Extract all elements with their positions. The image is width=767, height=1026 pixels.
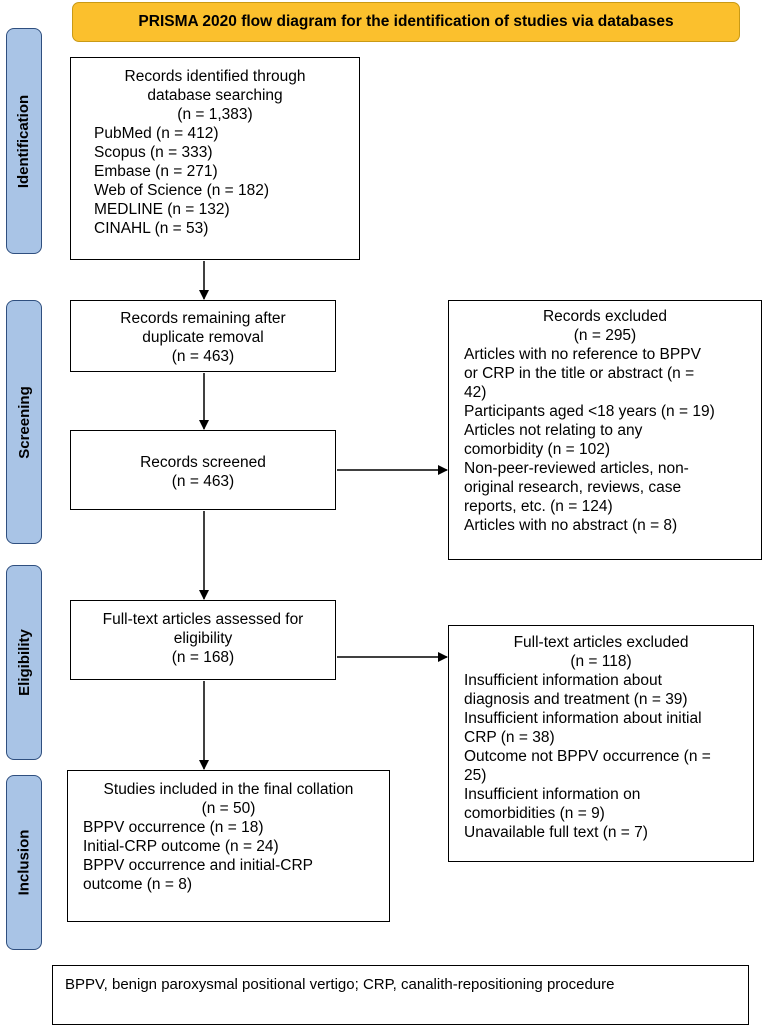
included-breakdown-line: Initial-CRP outcome (n = 24) [83,838,279,855]
source-scopus: Scopus (n = 333) [94,144,213,161]
source-medline: MEDLINE (n = 132) [94,201,230,218]
records-identified-count: (n = 1,383) [177,106,253,123]
excluded-reason-line: or CRP in the title or abstract (n = [464,365,695,382]
full-text-excluded-reason-line: Insufficient information on [464,786,641,803]
source-cinahl: CINAHL (n = 53) [94,220,209,237]
records-screened-label: Records screened [140,454,266,471]
excluded-reason-line: Participants aged <18 years (n = 19) [464,403,715,420]
included-breakdown-line: BPPV occurrence (n = 18) [83,819,264,836]
after-duplicates-box: Records remaining after duplicate remova… [70,300,336,372]
diagram-title: PRISMA 2020 flow diagram for the identif… [72,2,740,42]
excluded-reason-line: comorbidity (n = 102) [464,441,611,458]
records-screened-count: (n = 463) [171,473,235,490]
excluded-reason-line: Articles not relating to any [464,422,643,439]
full-text-excluded-reason-line: Insufficient information about [464,672,662,689]
included-breakdown-line: BPPV occurrence and initial-CRP [83,857,314,874]
excluded-reason-line: reports, etc. (n = 124) [464,498,613,515]
included-breakdown-line: outcome (n = 8) [83,876,192,893]
full-text-excluded-reason-line: 25) [464,767,487,784]
full-text-assessed-line-2: eligibility [173,630,233,647]
source-pubmed: PubMed (n = 412) [94,125,219,142]
full-text-assessed-line-1: Full-text articles assessed for [102,611,304,628]
stage-screening: Screening [6,300,42,544]
stage-eligibility: Eligibility [6,565,42,760]
full-text-excluded-heading: Full-text articles excluded [513,634,689,651]
records-excluded-heading: Records excluded [542,308,668,325]
excluded-reason-line: Articles with no reference to BPPV [464,346,701,363]
after-duplicates-count: (n = 463) [171,348,235,365]
abbreviations-footnote: BPPV, benign paroxysmal positional verti… [52,965,749,1025]
records-excluded-count: (n = 295) [573,327,637,344]
records-identified-heading-2: database searching [147,87,283,104]
full-text-assessed-box: Full-text articles assessed for eligibil… [70,600,336,680]
excluded-reason-line: 42) [464,384,487,401]
excluded-reason-line: Articles with no abstract (n = 8) [464,517,678,534]
after-duplicates-line-2: duplicate removal [142,329,264,346]
stage-inclusion: Inclusion [6,775,42,950]
full-text-excluded-reason-line: comorbidities (n = 9) [464,805,605,822]
full-text-assessed-count: (n = 168) [171,649,235,666]
records-identified-box: Records identified through database sear… [70,57,360,260]
full-text-excluded-reason-line: Unavailable full text (n = 7) [464,824,648,841]
after-duplicates-line-1: Records remaining after [120,310,286,327]
source-web-of-science: Web of Science (n = 182) [94,182,270,199]
records-screened-box: Records screened (n = 463) [70,430,336,510]
full-text-excluded-reason-line: Outcome not BPPV occurrence (n = [464,748,711,765]
excluded-reason-line: Non-peer-reviewed articles, non- [464,460,689,477]
full-text-excluded-reason-line: Insufficient information about initial [464,710,702,727]
records-identified-heading-1: Records identified through [124,68,306,85]
excluded-reason-line: original research, reviews, case [464,479,682,496]
full-text-excluded-count: (n = 118) [570,653,632,670]
studies-included-count: (n = 50) [201,800,256,817]
studies-included-heading: Studies included in the final collation [103,781,354,798]
studies-included-box: Studies included in the final collation … [67,770,390,922]
full-text-excluded-box: Full-text articles excluded (n = 118) In… [448,625,754,862]
full-text-excluded-reason-line: diagnosis and treatment (n = 39) [464,691,688,708]
full-text-excluded-reason-line: CRP (n = 38) [464,729,555,746]
records-excluded-box: Records excluded (n = 295) Articles with… [448,300,762,560]
stage-identification: Identification [6,28,42,254]
source-embase: Embase (n = 271) [94,163,218,180]
